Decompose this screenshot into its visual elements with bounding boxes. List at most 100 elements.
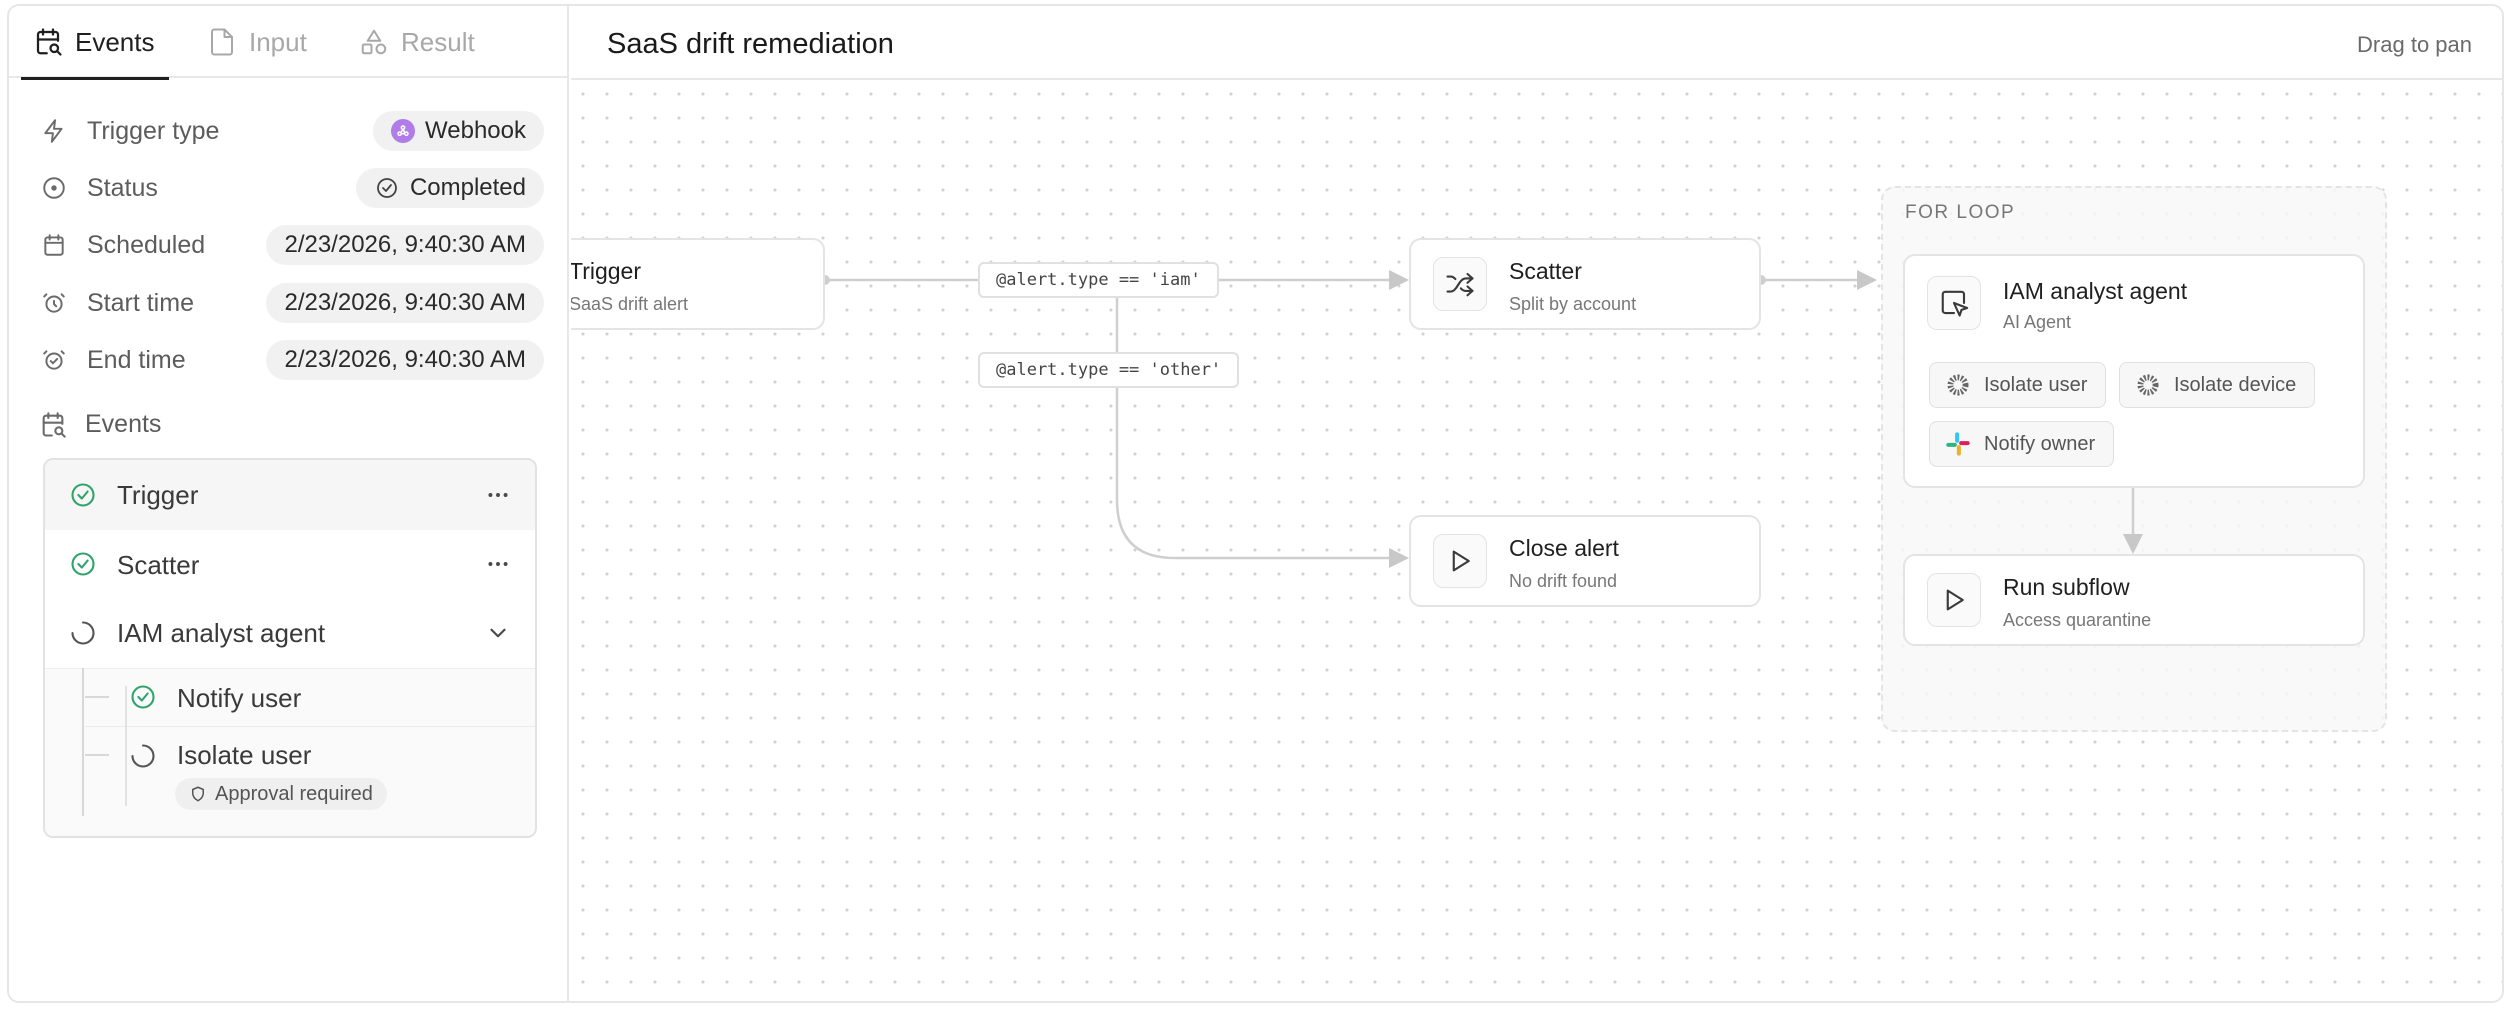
approval-badge: Approval required [175,778,387,810]
node-title: IAM analyst agent [2003,278,2188,304]
node-subtitle: Access quarantine [2003,610,2152,630]
meta-label: Trigger type [87,116,220,145]
timeline-line [125,686,127,806]
meta-label: Scheduled [87,230,206,259]
node-trigger[interactable]: Trigger SaaS drift alert [571,238,825,330]
node-title: Trigger [571,258,641,284]
check-circle-icon [71,552,95,576]
crowdstrike-icon [1947,374,1969,396]
calendar-search-icon [42,411,66,438]
tab-input[interactable]: Input [207,6,307,78]
chevron-down-icon[interactable] [483,618,513,648]
check-circle-icon [377,178,397,198]
play-icon [1452,550,1470,572]
node-subtitle: SaaS drift alert [571,294,689,314]
circle-dot-icon [43,177,65,199]
event-label: Scatter [117,550,200,580]
drag-hint: Drag to pan [2357,32,2472,57]
check-circle-icon [71,483,95,507]
node-subtitle: Split by account [1509,294,1637,314]
shield-icon [192,786,204,802]
event-label: IAM analyst agent [117,618,326,648]
meta-trigger-type: Trigger type Webhook [39,109,544,153]
condition-iam-label[interactable]: @alert.type == 'iam' [978,262,1219,298]
more-options-icon[interactable] [483,549,513,579]
play-icon [1946,589,1964,611]
sidebar-tabs: Events Input Result [9,6,567,80]
trigger-type-value: Webhook [425,117,526,144]
crowdstrike-icon [2137,374,2159,396]
meta-scheduled: Scheduled 2/23/2026, 9:40:30 AM [39,223,544,267]
node-subtitle: No drift found [1509,571,1618,591]
event-label: Trigger [117,480,199,510]
alarm-clock-icon [43,293,65,313]
event-row-iam-agent[interactable]: IAM analyst agent [45,598,535,668]
tool-label: Isolate device [2174,373,2297,396]
tool-label: Notify owner [1984,432,2096,455]
app-window: Events Input Result Trigger type Webhook… [7,4,2504,1003]
workflow-editor: SaaS drift remediation Drag to pan FOR L… [571,6,2502,1001]
shuffle-icon [1446,272,1474,297]
node-close-alert[interactable]: Close alert No drift found [1409,515,1761,607]
alarm-check-icon [43,350,65,370]
page-title: SaaS drift remediation [607,28,894,60]
condition-other-label[interactable]: @alert.type == 'other' [978,352,1240,388]
loading-spinner-icon [71,621,95,645]
scheduled-value: 2/23/2026, 9:40:30 AM [266,225,544,265]
tool-isolate-user[interactable]: Isolate user [1929,362,2107,408]
trigger-type-pill: Webhook [373,111,544,151]
lightning-icon [44,119,63,143]
more-options-icon[interactable] [483,480,513,510]
divider [85,726,535,727]
tree-connector [85,754,109,756]
node-iam-agent[interactable]: IAM analyst agent AI Agent Isolate user … [1903,254,2365,488]
node-run-subflow[interactable]: Run subflow Access quarantine [1903,554,2365,646]
meta-end-time: End time 2/23/2026, 9:40:30 AM [39,338,544,382]
node-title: Run subflow [2003,574,2130,600]
meta-status: Status Completed [39,166,544,210]
meta-label: End time [87,345,186,374]
edge-trigger-close-alert [1115,280,1409,568]
tab-events[interactable]: Events [21,6,168,80]
meta-label: Start time [87,288,194,317]
event-row-isolate-user[interactable]: Isolate user [45,726,535,836]
tab-result-label: Result [401,26,475,57]
tree-connector [85,696,109,698]
approval-badge-label: Approval required [215,782,373,805]
node-subtitle: AI Agent [2003,312,2072,332]
check-circle-icon [131,685,155,709]
events-heading: Events [39,410,161,439]
tab-input-label: Input [249,26,307,57]
meta-label: Status [87,173,158,202]
calendar-search-icon [36,28,62,56]
event-label: Notify user [177,683,302,713]
events-heading-label: Events [85,410,162,438]
meta-start-time: Start time 2/23/2026, 9:40:30 AM [39,281,544,325]
for-loop-label: FOR LOOP [1905,202,2016,223]
status-value: Completed [409,174,526,201]
node-scatter[interactable]: Scatter Split by account [1409,238,1761,330]
node-title: Close alert [1509,535,1619,561]
loading-spinner-icon [131,744,155,768]
workflow-canvas[interactable]: FOR LOOP [571,82,2502,1001]
events-list: Trigger Scatter IAM analyst agent Notify… [43,458,537,838]
start-time-value: 2/23/2026, 9:40:30 AM [266,283,544,323]
tool-label: Isolate user [1984,373,2088,396]
tool-isolate-device[interactable]: Isolate device [2119,362,2316,408]
editor-header: SaaS drift remediation Drag to pan [571,6,2502,80]
tab-events-label: Events [75,26,155,57]
event-row-scatter[interactable]: Scatter [45,530,535,598]
status-badge: Completed [355,168,544,208]
slack-icon [1946,432,1970,456]
calendar-icon [44,234,64,256]
file-icon [211,28,233,56]
sidebar: Events Input Result Trigger type Webhook… [9,6,569,1001]
cursor-box-icon [1941,290,1969,317]
event-label: Isolate user [177,740,312,770]
tab-result[interactable]: Result [359,6,475,78]
node-title: Scatter [1509,258,1582,284]
end-time-value: 2/23/2026, 9:40:30 AM [266,340,544,380]
event-row-trigger[interactable]: Trigger [45,460,535,530]
tool-notify-owner[interactable]: Notify owner [1929,421,2115,467]
event-row-notify-user[interactable]: Notify user [45,668,535,726]
